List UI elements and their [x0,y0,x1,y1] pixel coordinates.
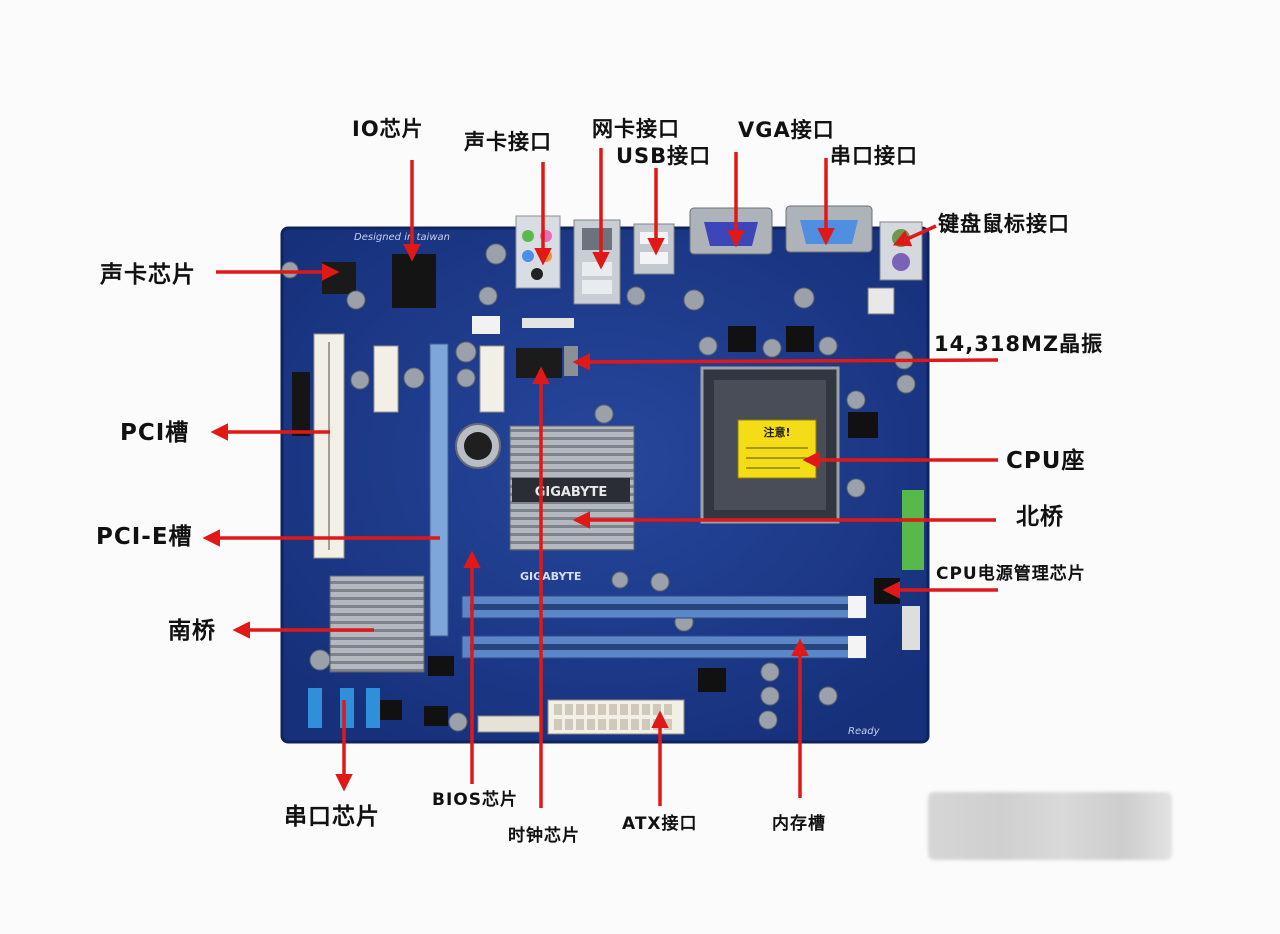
label-vga-port: VGA接口 [738,118,835,142]
label-southbridge: 南桥 [168,618,216,644]
blurred-watermark [928,792,1172,860]
board-fcc-brand-text: GIGABYTE [520,570,581,583]
label-cpu-power-chip: CPU电源管理芯片 [936,564,1086,584]
label-cpu-socket: CPU座 [1006,448,1086,474]
label-io-chip: IO芯片 [352,117,424,141]
board-ready-text: Ready [848,726,881,737]
bios-chip-body [428,656,454,676]
label-usb-port: USB接口 [616,144,712,168]
clock-chip-body [516,348,562,378]
arrow-ps2-port [892,224,937,247]
label-ps2-port: 键盘鼠标接口 [938,212,1070,236]
label-lan-port: 网卡接口 [592,117,680,141]
label-clock-chip: 时钟芯片 [508,826,580,846]
annotation-arrows [202,148,999,808]
label-memory-slot: 内存槽 [772,814,826,834]
label-pci-slot: PCI槽 [120,420,190,446]
pcie-x1-slot [373,345,399,413]
label-serial-chip: 串口芯片 [284,804,380,830]
capacitors [281,243,916,732]
label-atx-port: ATX接口 [622,814,698,834]
label-serial-port: 串口接口 [830,144,918,168]
audio-chip-body [322,262,356,294]
arrow-crystal [572,353,999,371]
sata-connector [366,688,380,728]
southbridge-heatsink [329,575,425,673]
label-bios-chip: BIOS芯片 [432,790,518,810]
board-designed-text: Designed in taiwan [354,232,450,243]
sata-connector [340,688,354,728]
cpu-socket-sticker-text: 注意! [763,425,790,439]
label-northbridge: 北桥 [1016,504,1064,530]
pcie-x1-slot [479,345,505,413]
sata-connector [308,688,322,728]
label-pcie-slot: PCI-E槽 [96,524,193,550]
heatsink-brand-text: GIGABYTE [535,485,608,500]
label-audio-port: 声卡接口 [464,130,552,154]
pcie-x16-slot [429,343,449,637]
label-audio-chip: 声卡芯片 [100,262,196,288]
usb-port-block [633,223,675,275]
io-chip-body [392,254,436,308]
label-crystal: 14,318MZ晶振 [934,332,1104,356]
